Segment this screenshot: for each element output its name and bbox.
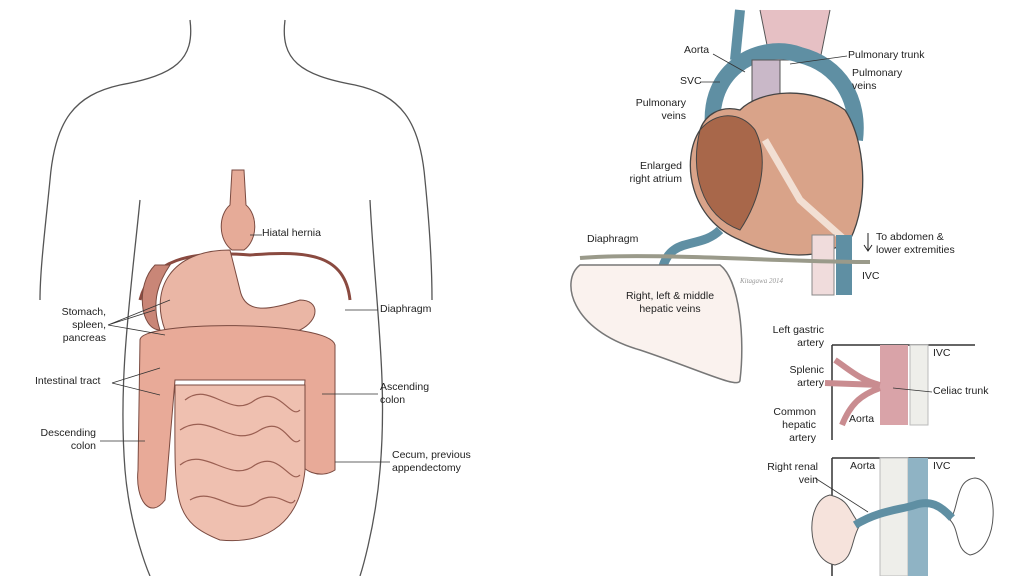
label-pulmonary-trunk: Pulmonary trunk — [848, 49, 925, 61]
label-pulmonary-veins-right: Pulmonary veins — [852, 67, 903, 92]
artist-signature: Kitagawa 2014 — [739, 277, 783, 285]
label-ivc-celiac: IVC — [933, 347, 951, 359]
leader-lines-heart — [700, 53, 848, 83]
septum — [761, 138, 848, 243]
label-pulmonary-veins-left: Pulmonary veins — [635, 97, 686, 122]
label-diaphragm-heart: Diaphragm — [587, 233, 639, 245]
label-splenic-artery: Splenic artery — [789, 364, 824, 389]
label-stomach-spleen-pancreas: Stomach, spleen, pancreas — [61, 306, 106, 344]
right-atrium — [695, 115, 763, 231]
renal-panel — [811, 457, 994, 576]
label-descending-colon: Descending colon — [40, 427, 96, 452]
label-intestinal-tract: Intestinal tract — [35, 375, 101, 387]
large-intestine — [137, 325, 336, 509]
leader-lines-left — [100, 234, 390, 463]
label-common-hepatic-artery: Common hepatic artery — [773, 406, 816, 444]
label-aorta-renal: Aorta — [850, 460, 876, 472]
label-cecum: Cecum, previous appendectomy — [392, 449, 471, 474]
label-ivc-heart: IVC — [862, 270, 880, 282]
esophagus — [220, 169, 256, 251]
celiac-panel — [824, 344, 975, 440]
diaphragm-right — [579, 254, 871, 264]
ivc-vessel — [836, 235, 852, 295]
hepatic-vein — [657, 226, 724, 272]
label-hepatic-veins: Right, left & middle hepatic veins — [625, 290, 715, 315]
label-enlarged-right-atrium: Enlarged right atrium — [629, 160, 682, 185]
descending-aorta — [811, 234, 835, 296]
aorta-arch — [704, 43, 864, 142]
label-svc: SVC — [680, 75, 702, 87]
label-ivc-renal: IVC — [933, 460, 951, 472]
svc-vessel — [730, 9, 745, 61]
label-celiac-trunk: Celiac trunk — [933, 385, 989, 397]
liver — [570, 264, 743, 384]
label-aorta-celiac: Aorta — [849, 413, 875, 425]
intestine-loops — [179, 393, 301, 507]
label-right-renal-vein: Right renal vein — [767, 461, 818, 486]
label-aorta-heart: Aorta — [684, 44, 710, 56]
label-left-gastric-artery: Left gastric artery — [772, 324, 824, 349]
label-hiatal-hernia: Hiatal hernia — [262, 227, 321, 239]
label-diaphragm-abdomen: Diaphragm — [380, 303, 432, 315]
small-intestine — [174, 384, 306, 542]
torso-outline — [39, 19, 433, 576]
down-arrow — [863, 233, 873, 252]
label-to-abdomen: To abdomen & lower extremities — [876, 231, 955, 256]
label-ascending-colon: Ascending colon — [380, 381, 430, 406]
